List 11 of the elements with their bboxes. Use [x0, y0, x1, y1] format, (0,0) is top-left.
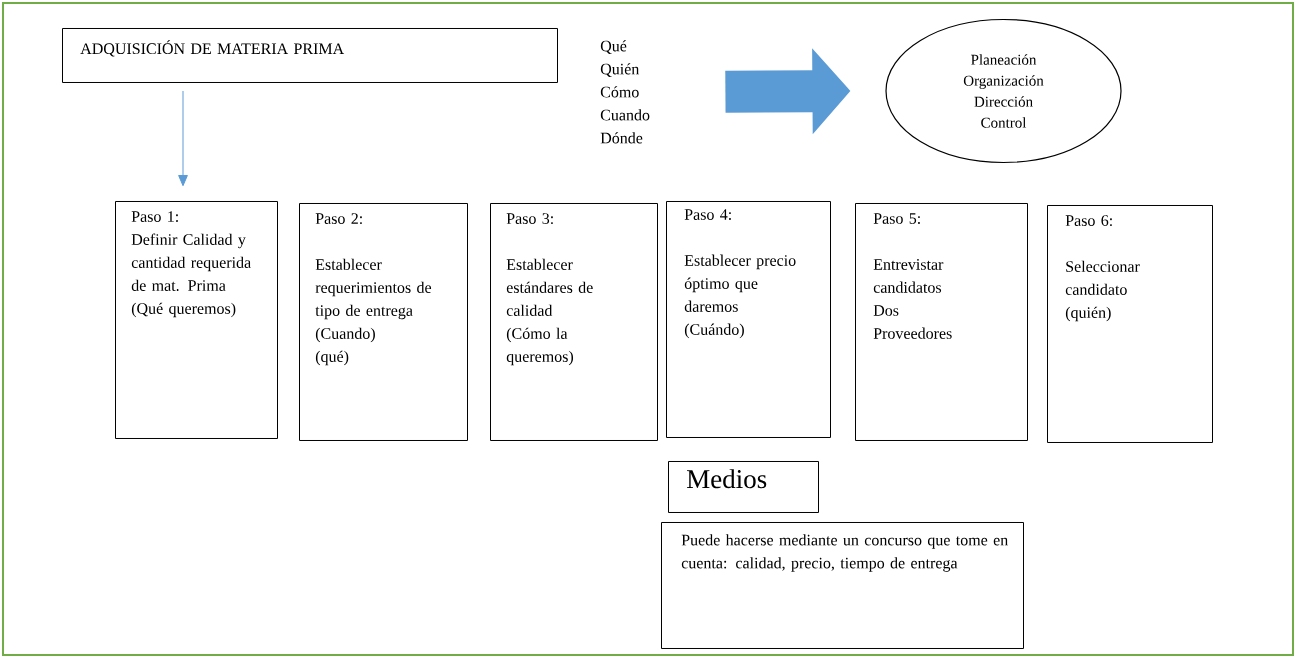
process-box: Medios [668, 461, 819, 513]
process-box: Paso 3: Establecer estándares de calidad (Cómo la queremos) [490, 203, 658, 441]
process-box: Paso 6: Seleccionar candidato (quién) [1047, 205, 1213, 443]
question-list: Qué Quién Cómo Cuando Dónde [600, 40, 650, 144]
process-box: Paso 5: Entrevistar candidatos Dos Proveedores [855, 203, 1028, 441]
arrow [178, 90, 188, 187]
process-box: Paso 4: Establecer precio óptimo que daremos (Cuándo) [666, 201, 831, 438]
process-box: Puede hacerse mediante un concurso que tome en cuenta: calidad, precio, tiempo de entrega [661, 522, 1024, 649]
process-box: Paso 1: Definir Calidad y cantidad requerida de mat. Prima (Qué queremos) [115, 201, 278, 439]
process-box: Paso 2: Establecer requerimientos de tipo de entrega (Cuando) (qué) [299, 203, 468, 441]
process-box: ADQUISICIÓN DE MATERIA PRIMA [62, 28, 558, 83]
